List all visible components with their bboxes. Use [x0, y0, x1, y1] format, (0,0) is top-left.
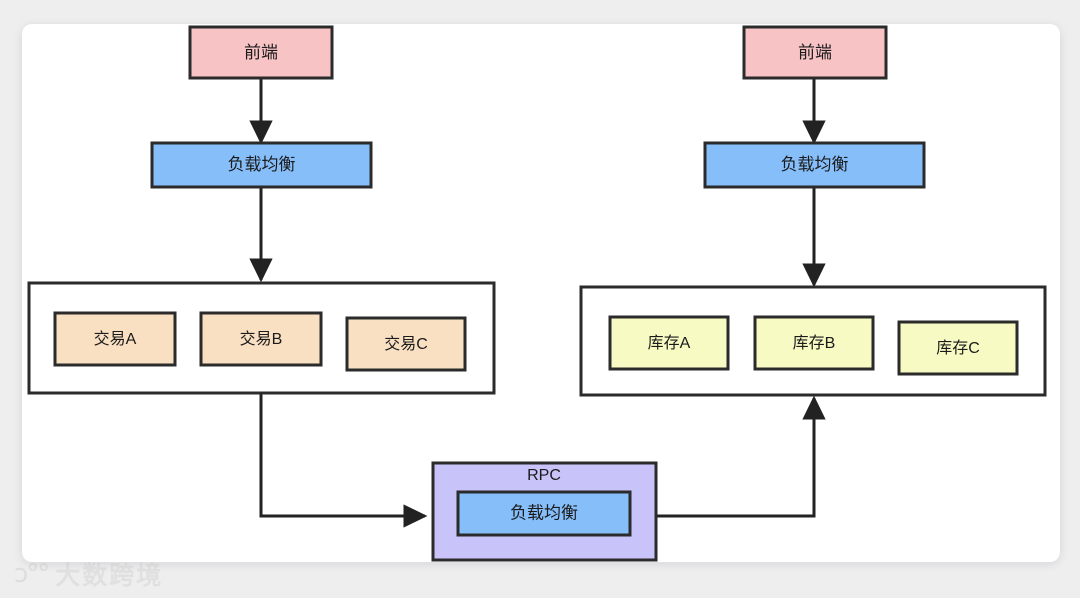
watermark-logo-icon: ↄ°° [14, 559, 50, 589]
node-trade-service-a[interactable]: 交易A [53, 311, 177, 367]
node-inventory-service-b[interactable]: 库存B [753, 315, 875, 371]
watermark-label: 大数跨境 [55, 562, 164, 590]
node-inventory-frontend[interactable]: 前端 [742, 25, 888, 80]
node-trade-service-b[interactable]: 交易B [199, 311, 323, 367]
node-trade-load-balancer[interactable]: 负载均衡 [150, 141, 373, 189]
watermark: ↄ°° 大数跨境 [14, 556, 163, 592]
node-trade-frontend[interactable]: 前端 [188, 25, 334, 80]
node-trade-service-c[interactable]: 交易C [345, 316, 467, 372]
edge-rpc-to-inventory-group [657, 395, 826, 518]
node-inventory-service-c[interactable]: 库存C [897, 320, 1019, 376]
node-inventory-load-balancer[interactable]: 负载均衡 [703, 141, 926, 189]
node-inventory-service-a[interactable]: 库存A [608, 315, 730, 371]
node-rpc-container[interactable]: RPC 负载均衡 [431, 461, 658, 562]
edge-trade-group-to-rpc [259, 393, 428, 528]
